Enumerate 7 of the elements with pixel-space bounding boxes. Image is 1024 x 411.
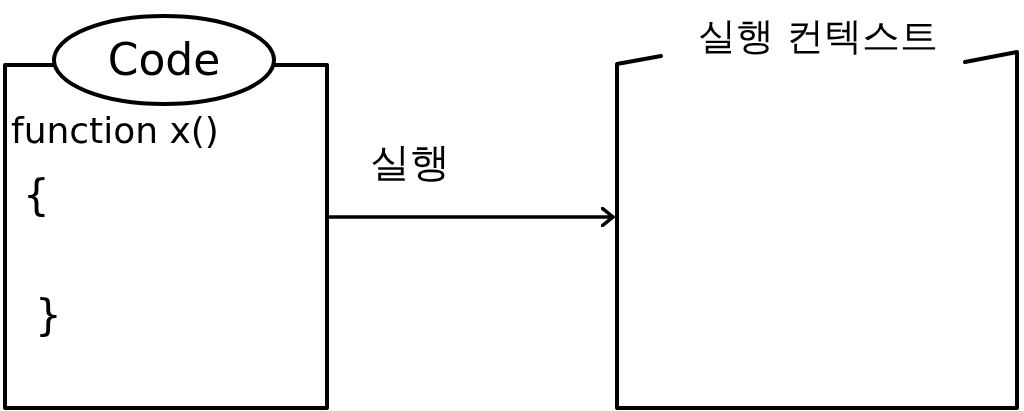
- brace: {: [23, 173, 50, 220]
- label-ellipse: [52, 14, 276, 106]
- ellipse-label: Code: [107, 35, 221, 85]
- code-line: function x(): [11, 111, 219, 151]
- arrow: [327, 206, 615, 228]
- box-title: 실행 컨텍스트: [697, 16, 939, 58]
- brace: }: [35, 293, 62, 340]
